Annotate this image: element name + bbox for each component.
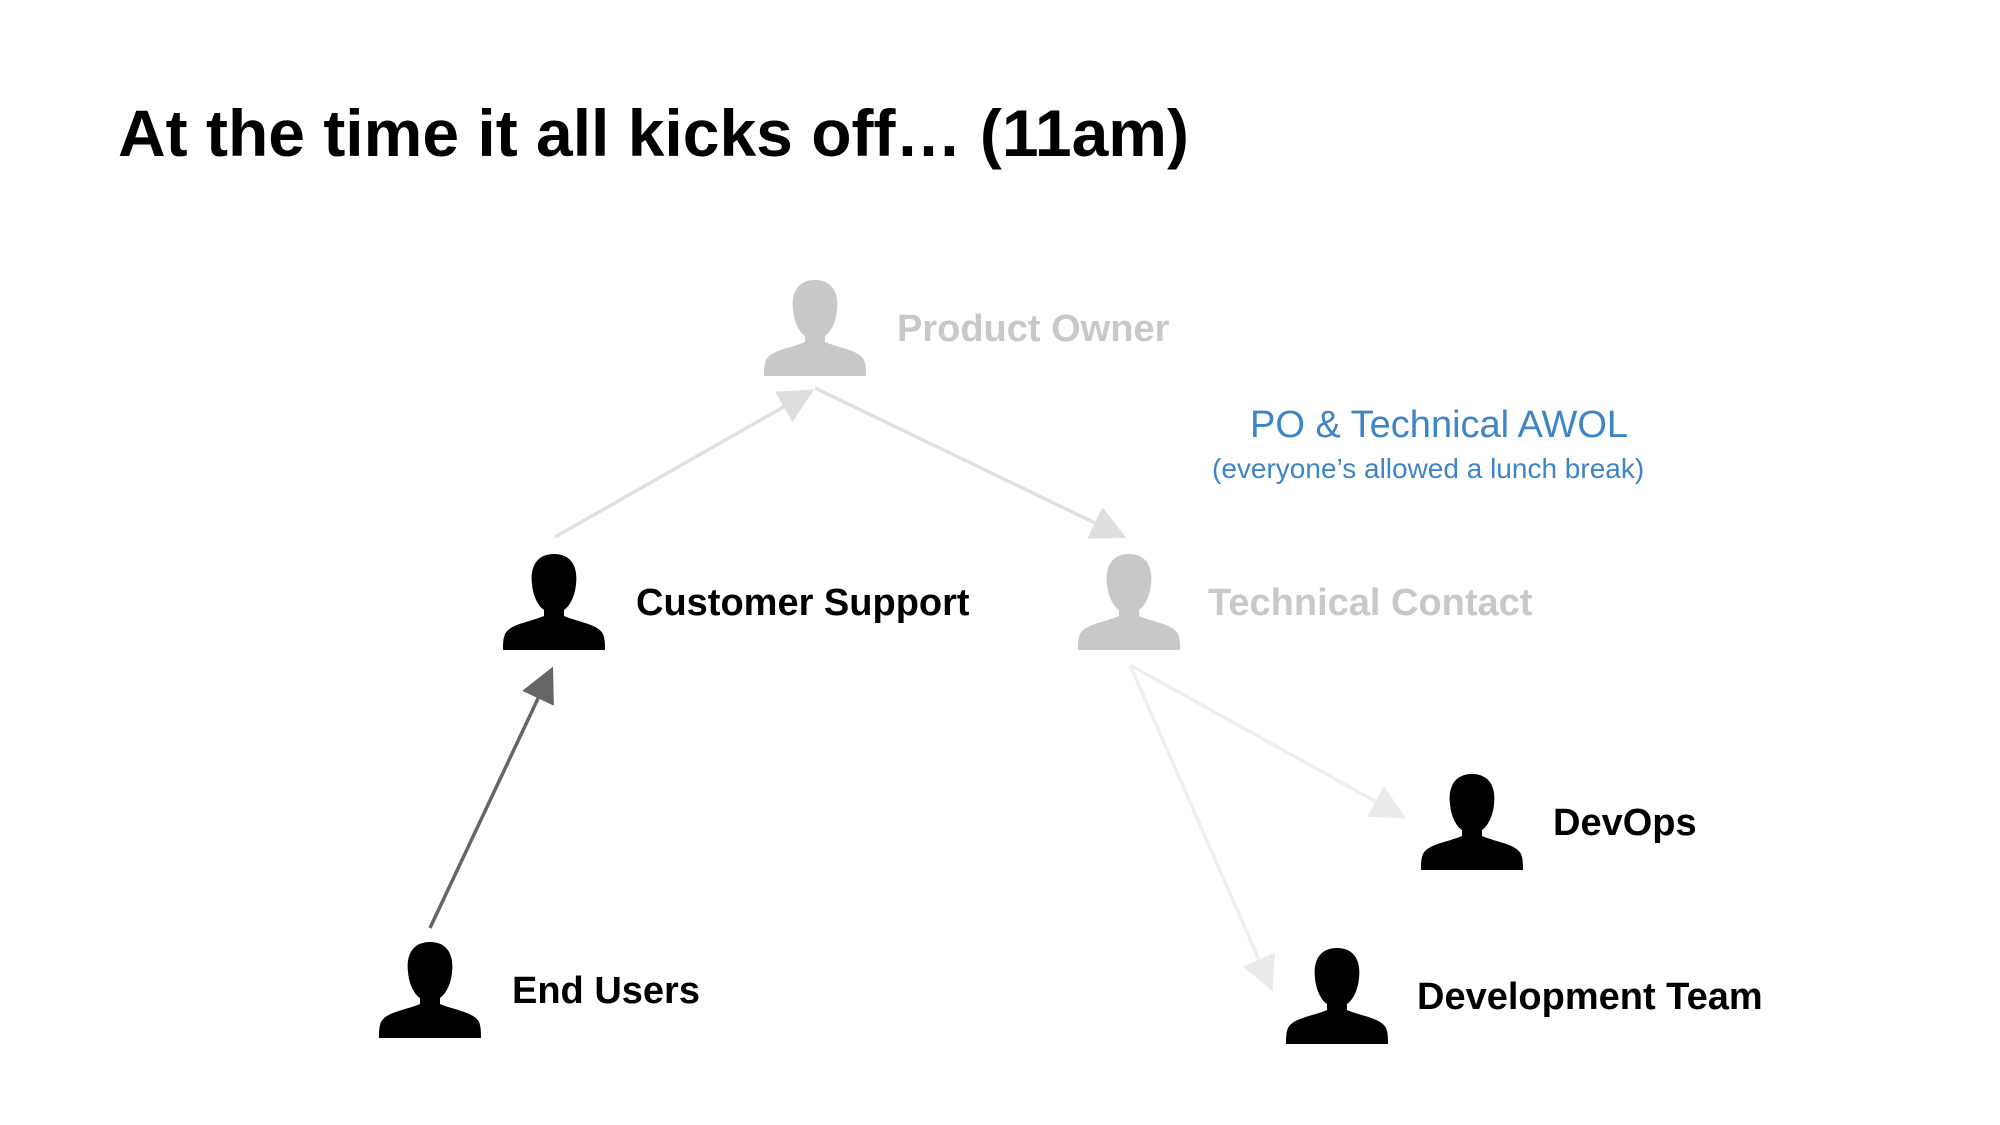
edge-technical-contact-to-development-team [1128, 664, 1275, 992]
devops-person-icon [1420, 772, 1524, 870]
technical-contact-label: Technical Contact [1208, 582, 1533, 624]
edge-product-owner-to-technical-contact [814, 386, 1127, 539]
slide-title: At the time it all kicks off… (11am) [118, 96, 1189, 170]
devops-label: DevOps [1553, 802, 1697, 844]
edge-customer-support-to-product-owner [554, 389, 815, 539]
end-users-person-icon [378, 940, 482, 1038]
development-team-person-icon [1285, 946, 1389, 1044]
customer-support-person-icon [502, 552, 606, 650]
customer-support-label: Customer Support [636, 582, 970, 624]
product-owner-label: Product Owner [897, 308, 1170, 350]
edge-end-users-to-customer-support [428, 666, 554, 929]
awol-note-subtitle: (everyone’s allowed a lunch break) [1212, 453, 1645, 484]
product-owner-person-icon [763, 278, 867, 376]
development-team-label: Development Team [1417, 976, 1763, 1018]
awol-note-title: PO & Technical AWOL [1250, 404, 1629, 446]
technical-contact-person-icon [1077, 552, 1181, 650]
edge-technical-contact-to-devops [1129, 663, 1407, 819]
end-users-label: End Users [512, 970, 700, 1012]
